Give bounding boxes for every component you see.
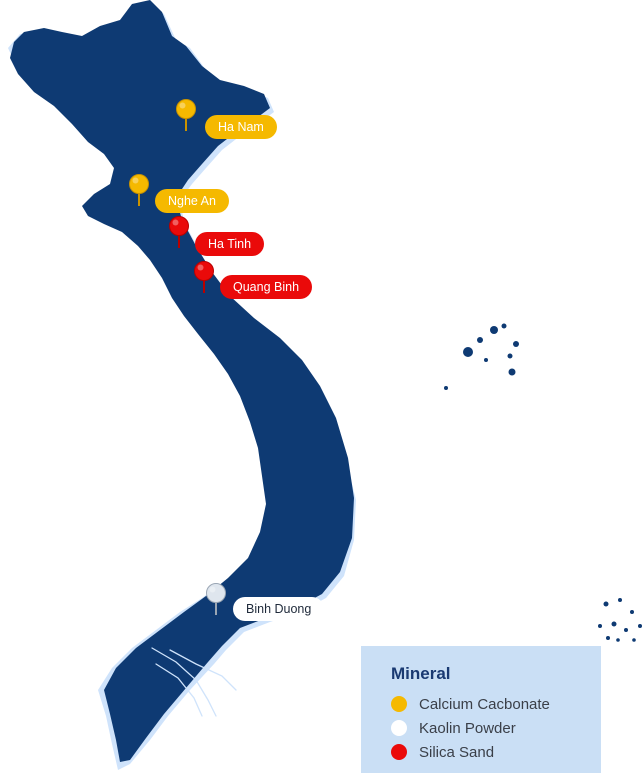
islet <box>477 337 483 343</box>
pin-ha-nam[interactable] <box>175 98 197 132</box>
mekong-delta-rivers <box>151 647 237 717</box>
islet <box>606 636 610 640</box>
islet <box>490 326 498 334</box>
label-ha-tinh[interactable]: Ha Tinh <box>195 232 265 256</box>
islet <box>611 621 617 627</box>
islet <box>507 353 513 359</box>
label-quang-binh[interactable]: Quang Binh <box>220 275 313 299</box>
map-pin-icon <box>129 174 149 206</box>
islet <box>508 368 516 376</box>
islet <box>603 601 609 607</box>
label-ha-nam[interactable]: Ha Nam <box>205 115 277 139</box>
islet <box>444 386 448 390</box>
islet <box>638 624 642 628</box>
islet <box>632 638 636 642</box>
islands-paracel <box>444 323 519 390</box>
legend-dot-kaolin <box>391 720 407 736</box>
pin-quang-binh[interactable] <box>193 260 215 294</box>
mainland-group <box>10 0 354 762</box>
islet <box>513 341 519 347</box>
legend-dot-silica <box>391 744 407 760</box>
pin-ha-tinh[interactable] <box>168 215 190 249</box>
legend-item-kaolin: Kaolin Powder <box>391 716 601 740</box>
islet <box>484 358 488 362</box>
river-3 <box>169 649 237 691</box>
islet <box>616 638 620 642</box>
map-pin-icon <box>206 583 226 615</box>
legend-item-calcium: Calcium Cacbonate <box>391 692 601 716</box>
islands-spratly <box>598 598 642 642</box>
islet <box>618 598 622 602</box>
legend-title: Mineral <box>391 664 451 683</box>
islet <box>598 624 602 628</box>
mainland <box>10 0 354 762</box>
legend-label: Silica Sand <box>419 743 495 761</box>
islet <box>624 628 628 632</box>
mineral-legend: Mineral Calcium Cacbonate Kaolin Powder … <box>361 646 601 773</box>
legend-label: Kaolin Powder <box>419 719 516 737</box>
label-binh-duong[interactable]: Binh Duong <box>233 597 325 621</box>
map-pin-icon <box>176 99 196 131</box>
label-nghe-an[interactable]: Nghe An <box>155 189 229 213</box>
legend-label: Calcium Cacbonate <box>419 695 550 713</box>
river-2 <box>155 663 203 717</box>
legend-item-silica: Silica Sand <box>391 740 601 764</box>
legend-dot-calcium <box>391 696 407 712</box>
map-pin-icon <box>169 216 189 248</box>
river-1 <box>151 647 217 717</box>
islet <box>630 610 634 614</box>
pin-nghe-an[interactable] <box>128 173 150 207</box>
map-pin-icon <box>194 261 214 293</box>
islet <box>501 323 507 329</box>
islet <box>463 347 473 357</box>
pin-binh-duong[interactable] <box>205 582 227 616</box>
